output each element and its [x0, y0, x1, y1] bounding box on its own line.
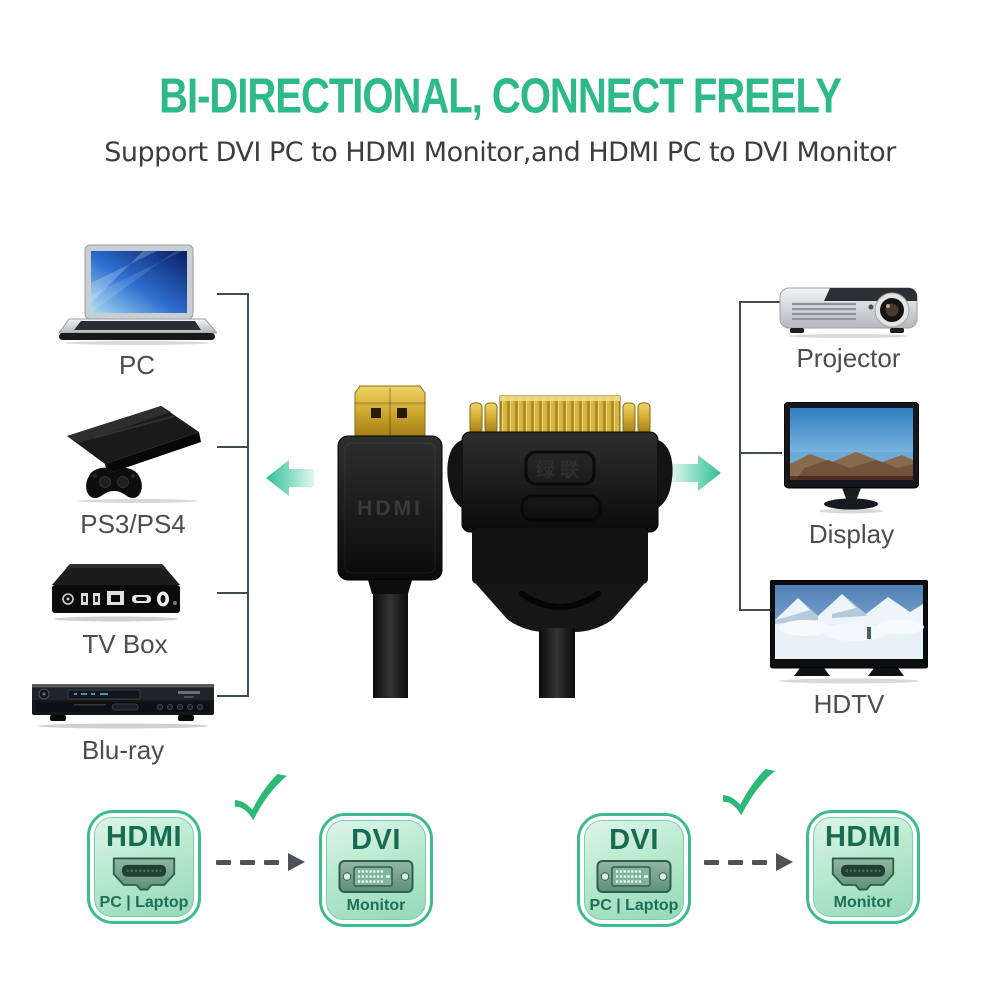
dashed-arrow-right-icon [216, 853, 305, 871]
badge-subtitle: PC | Laptop [589, 897, 679, 914]
blu-ray-player-image [32, 684, 214, 729]
device-pc: PC [57, 243, 217, 381]
game-console-image [67, 406, 201, 503]
dvi-port-icon [596, 859, 672, 893]
product-cable-image: HDMI 绿联 [337, 385, 673, 698]
projector-image [779, 287, 918, 338]
dvi-port-icon [338, 859, 414, 893]
device-label-hdtv: HDTV [813, 689, 885, 719]
badge-hdmi-target: HDMI Monitor [806, 810, 920, 924]
checkmark-icon [722, 769, 776, 816]
badge-subtitle: PC | Laptop [99, 894, 189, 911]
device-blu-ray: Blu-ray [28, 678, 218, 766]
left-bracket-line [217, 293, 249, 697]
device-ps3-ps4: PS3/PS4 [53, 392, 213, 540]
device-label-tv-box: TV Box [82, 629, 168, 659]
checkmark-icon [234, 774, 288, 821]
badge-title: HDMI [824, 821, 902, 853]
tv-box-image [52, 564, 180, 622]
device-label-display: Display [808, 519, 895, 549]
adapter-brand-label: 绿联 [536, 458, 584, 481]
dvi-female-adapter-image: 绿联 [447, 395, 673, 698]
device-label-projector: Projector [796, 343, 901, 373]
badge-subtitle: Monitor [833, 894, 893, 911]
page-title: BI-DIRECTIONAL, CONNECT FREELY [159, 70, 842, 124]
pc-laptop-image [58, 244, 217, 345]
badge-hdmi-source: HDMI PC | Laptop [87, 810, 201, 924]
badge-dvi-target: DVI Monitor [319, 813, 433, 927]
device-tv-box: TV Box [50, 558, 200, 660]
badge-subtitle: Monitor [346, 897, 406, 914]
hdmi-male-connector-image: HDMI [337, 385, 443, 698]
device-label-blu-ray: Blu-ray [81, 735, 165, 765]
device-label-pc: PC [118, 350, 156, 380]
device-projector: Projector [776, 276, 921, 374]
hdtv-image [770, 580, 928, 684]
page-subtitle: Support DVI PC to HDMI Monitor,and HDMI … [104, 137, 896, 168]
hdmi-embossed-label: HDMI [357, 497, 423, 520]
arrow-left-icon [266, 460, 314, 496]
hdmi-port-icon [112, 857, 176, 890]
hdmi-port-icon [831, 857, 895, 890]
badge-title: DVI [351, 824, 401, 856]
device-hdtv: HDTV [770, 580, 928, 720]
display-monitor-image [784, 402, 919, 514]
badge-title: HDMI [105, 821, 183, 853]
badge-title: DVI [609, 824, 659, 856]
badge-dvi-source: DVI PC | Laptop [577, 813, 691, 927]
dashed-arrow-right-icon [704, 853, 793, 871]
device-label-ps3-ps4: PS3/PS4 [80, 509, 186, 539]
device-display: Display [784, 402, 919, 550]
